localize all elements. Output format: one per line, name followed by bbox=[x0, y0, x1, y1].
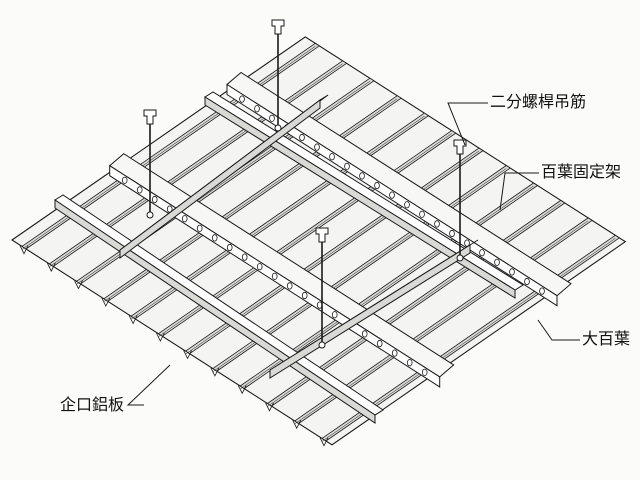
bracket-hole bbox=[406, 359, 413, 367]
leader-line bbox=[126, 364, 171, 406]
bracket-hole bbox=[241, 253, 248, 261]
leader-line bbox=[447, 102, 488, 146]
hanger-nut bbox=[146, 211, 154, 219]
bracket-hole bbox=[494, 258, 500, 266]
label-tongue-groove-panel: 企口鋁板 bbox=[60, 395, 125, 414]
leader-line bbox=[499, 172, 539, 211]
bracket-hole bbox=[226, 243, 233, 252]
bracket-hole bbox=[344, 162, 350, 170]
cross-bar-left-side bbox=[119, 99, 321, 259]
bracket-hole bbox=[299, 133, 305, 142]
panel-ridge-profile bbox=[210, 367, 220, 377]
louver-bracket-front-face bbox=[109, 164, 441, 388]
main-louver-bar-upper-side bbox=[204, 96, 516, 299]
bracket-hole bbox=[121, 176, 128, 184]
hanger-rods bbox=[143, 19, 467, 349]
panel-ridge-profile bbox=[265, 402, 274, 412]
bracket-hole bbox=[239, 95, 245, 103]
bracket-hole bbox=[286, 282, 293, 290]
panel-ridge-profile bbox=[183, 350, 192, 360]
bracket-hole bbox=[181, 215, 188, 223]
bracket-hole bbox=[539, 287, 545, 295]
label-hanger-rod: 二分螺桿吊筋 bbox=[490, 92, 587, 111]
panel-ridge-profile bbox=[46, 262, 56, 272]
bracket-hole bbox=[301, 291, 308, 300]
bracket-hole bbox=[404, 201, 410, 209]
label-louver-bracket: 百葉固定架 bbox=[541, 162, 622, 181]
bracket-hole bbox=[509, 268, 515, 276]
hanger-nut bbox=[456, 254, 464, 262]
panel-ridge-profile bbox=[19, 245, 29, 255]
bracket-hole bbox=[314, 143, 320, 151]
bracket-hole bbox=[419, 210, 425, 218]
bracket-hole bbox=[254, 105, 260, 113]
bracket-hole bbox=[269, 114, 275, 122]
bracket-hole bbox=[329, 153, 335, 161]
bracket-hole bbox=[479, 249, 485, 257]
bracket-hole bbox=[359, 172, 365, 180]
bracket-hole bbox=[196, 224, 203, 232]
hanger-clip bbox=[315, 227, 329, 243]
bracket-hole bbox=[434, 220, 440, 228]
bracket-hole bbox=[389, 191, 395, 199]
bracket-hole bbox=[256, 263, 263, 271]
bracket-hole bbox=[376, 339, 383, 348]
panel-ridge-profile bbox=[292, 420, 302, 430]
hanger-clip bbox=[143, 109, 157, 125]
leader-lines bbox=[126, 102, 580, 406]
bracket-hole bbox=[211, 234, 218, 242]
panel-ridge-profile bbox=[101, 297, 111, 307]
panel-ridge-profile bbox=[74, 280, 83, 290]
hanger-clip bbox=[453, 139, 467, 155]
leader-line bbox=[537, 319, 580, 341]
main-louver-bars bbox=[54, 91, 524, 424]
panel-ridge-profile bbox=[128, 315, 138, 325]
label-main-louver: 大百葉 bbox=[582, 329, 631, 348]
hanger-nut bbox=[274, 124, 282, 132]
bracket-hole bbox=[524, 277, 530, 286]
bracket-hole bbox=[331, 311, 338, 319]
bracket-hole bbox=[391, 349, 398, 357]
bracket-hole bbox=[271, 272, 278, 280]
louver-bracket-back-face bbox=[226, 83, 558, 307]
louver-brackets bbox=[108, 71, 572, 388]
bracket-hole bbox=[374, 181, 380, 190]
panel-ridge-profile bbox=[237, 385, 247, 395]
bracket-hole bbox=[361, 330, 368, 338]
bracket-hole bbox=[421, 368, 428, 376]
bracket-hole bbox=[449, 229, 455, 238]
panel-ridge-profile bbox=[156, 332, 165, 342]
bracket-hole bbox=[136, 186, 143, 194]
hanger-clip bbox=[271, 19, 285, 35]
hanger-nut bbox=[318, 341, 326, 349]
panel-ridge-profile bbox=[319, 437, 329, 447]
main-louver-bar-lower-side bbox=[54, 199, 376, 424]
bracket-hole bbox=[151, 195, 158, 204]
